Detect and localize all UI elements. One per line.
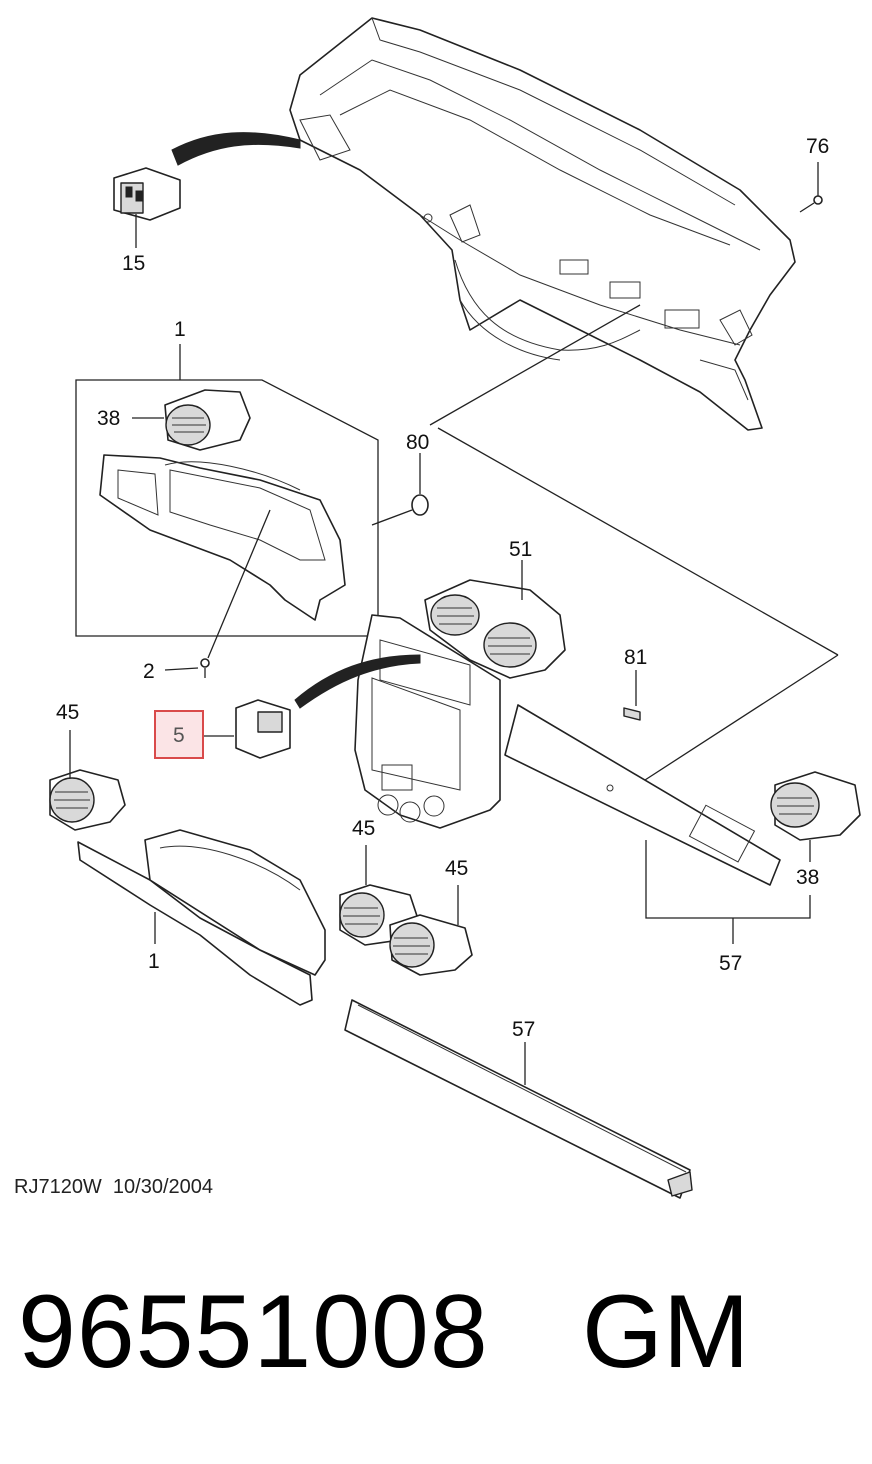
- callout-1-bottom: 1: [148, 950, 160, 973]
- brand-name: GM: [582, 1274, 750, 1390]
- callout-2: 2: [143, 660, 155, 683]
- switch-15: [113, 167, 181, 248]
- vent-45-left: [49, 730, 126, 831]
- part-number: 96551008: [18, 1274, 489, 1390]
- callout-15: 15: [122, 252, 145, 275]
- vent-38-left: [132, 389, 251, 451]
- vent-51: [424, 560, 566, 679]
- clip-81: [623, 670, 641, 721]
- cluster-bezel-lower: [77, 829, 326, 1006]
- callout-57-mid: 57: [719, 952, 742, 975]
- callout-76: 76: [806, 135, 829, 158]
- callout-81: 81: [624, 646, 647, 669]
- callout-38-right: 38: [796, 866, 819, 889]
- screw-2: [164, 509, 271, 678]
- callout-45-left: 45: [56, 701, 79, 724]
- switch-5: [235, 699, 291, 759]
- callout-1-top: 1: [174, 318, 186, 341]
- cluster-bezel: [99, 454, 346, 621]
- callout-45-right: 45: [445, 857, 468, 880]
- arrow-switch-5: [294, 654, 421, 709]
- callout-45-center: 45: [352, 817, 375, 840]
- arrow-switch-15: [171, 132, 301, 166]
- callout-5-label: 5: [173, 724, 185, 747]
- vent-45-right: [389, 885, 473, 976]
- instrument-panel-assembly: [289, 17, 796, 431]
- trim-panel-57: [504, 704, 781, 886]
- callout-80: 80: [406, 431, 429, 454]
- screw-76: [799, 162, 823, 213]
- callout-51: 51: [509, 538, 532, 561]
- bolt-80: [371, 453, 429, 526]
- vent-38-right: [770, 771, 861, 862]
- cluster-bezel-group-box: [75, 344, 379, 637]
- drawing-code: RJ7120W 10/30/2004: [14, 1176, 214, 1198]
- callout-38-left: 38: [97, 407, 120, 430]
- trim-strip-57: [344, 999, 693, 1199]
- highlighted-callout-5[interactable]: 5: [154, 710, 204, 759]
- callout-57-bottom: 57: [512, 1018, 535, 1041]
